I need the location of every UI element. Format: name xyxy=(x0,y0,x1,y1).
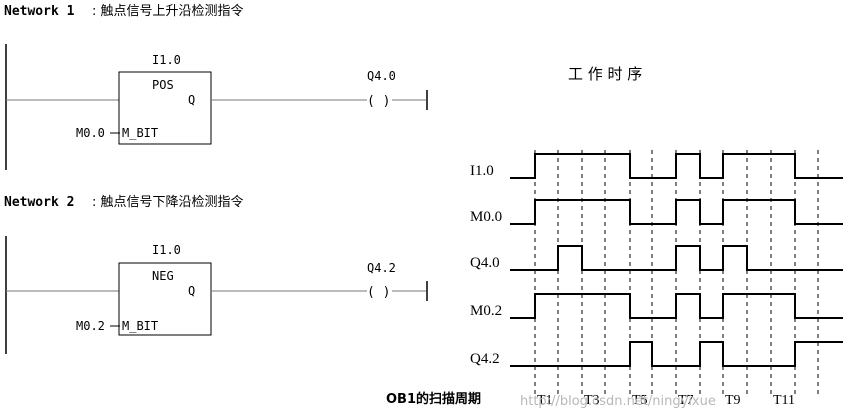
signal-label: Q4.0 xyxy=(470,255,500,271)
network-2-coil-address: Q4.2 xyxy=(367,261,396,275)
waveform-q4-0 xyxy=(510,245,843,271)
network-1-q-pin: Q xyxy=(188,93,195,107)
waveform-q4-2 xyxy=(510,341,843,367)
waveform-m0-0 xyxy=(510,199,843,225)
timing-period-labels: T1 T3 T5 T7 T9 T11 xyxy=(537,393,795,408)
signal-label: Q4.2 xyxy=(470,351,500,367)
network-1: Network 1 : 触点信号上升沿检测指令 I1.0 POS Q M0.0 … xyxy=(4,4,428,170)
period-label: T9 xyxy=(725,393,741,408)
network-2-box-label: NEG xyxy=(152,269,174,283)
signal-label: M0.2 xyxy=(470,303,502,319)
timing-signal-labels: I1.0M0.0Q4.0M0.2Q4.2 xyxy=(470,163,502,367)
period-label: T7 xyxy=(678,393,694,408)
signal-label: I1.0 xyxy=(470,163,494,179)
network-2-mbit-pin: M_BIT xyxy=(122,319,158,333)
network-1-mbit-pin: M_BIT xyxy=(122,126,158,140)
period-label: T11 xyxy=(773,393,795,408)
network-1-heading: Network 1 xyxy=(4,4,75,19)
network-2-q-pin: Q xyxy=(188,284,195,298)
network-1-coil-address: Q4.0 xyxy=(367,69,396,83)
network-2: Network 2 : 触点信号下降沿检测指令 I1.0 NEG Q M0.2 … xyxy=(4,195,428,354)
waveform-i1-0 xyxy=(510,153,843,179)
waveform-m0-2 xyxy=(510,293,843,319)
period-label: T5 xyxy=(632,393,648,408)
network-2-neg-box xyxy=(118,262,212,336)
watermark: http://blog.csdn.net/ningyixue xyxy=(520,394,716,409)
signal-label: M0.0 xyxy=(470,209,502,225)
network-2-coil: ( ) xyxy=(367,285,390,300)
timing-title: 工 作 时 序 xyxy=(568,65,642,83)
network-2-title: : 触点信号下降沿检测指令 xyxy=(92,195,244,210)
network-1-box-label: POS xyxy=(152,78,174,92)
network-1-mbit-address: M0.0 xyxy=(76,126,105,140)
scan-cycle-label: OB1的扫描周期 xyxy=(386,391,481,407)
timing-waveforms xyxy=(510,153,843,367)
network-2-mbit-address: M0.2 xyxy=(76,319,105,333)
network-1-coil: ( ) xyxy=(367,94,390,109)
timing-diagram: 工 作 时 序 I1.0M0.0Q4.0M0.2Q4.2 OB1的扫描周期 T1… xyxy=(386,65,843,409)
network-1-title: : 触点信号上升沿检测指令 xyxy=(92,4,244,19)
network-2-input-address: I1.0 xyxy=(152,243,181,257)
network-1-input-address: I1.0 xyxy=(152,53,181,67)
network-2-heading: Network 2 xyxy=(4,195,74,210)
timing-gridlines xyxy=(534,150,819,398)
network-1-pos-box xyxy=(118,71,212,145)
period-label: T3 xyxy=(584,393,600,408)
period-label: T1 xyxy=(537,393,553,408)
